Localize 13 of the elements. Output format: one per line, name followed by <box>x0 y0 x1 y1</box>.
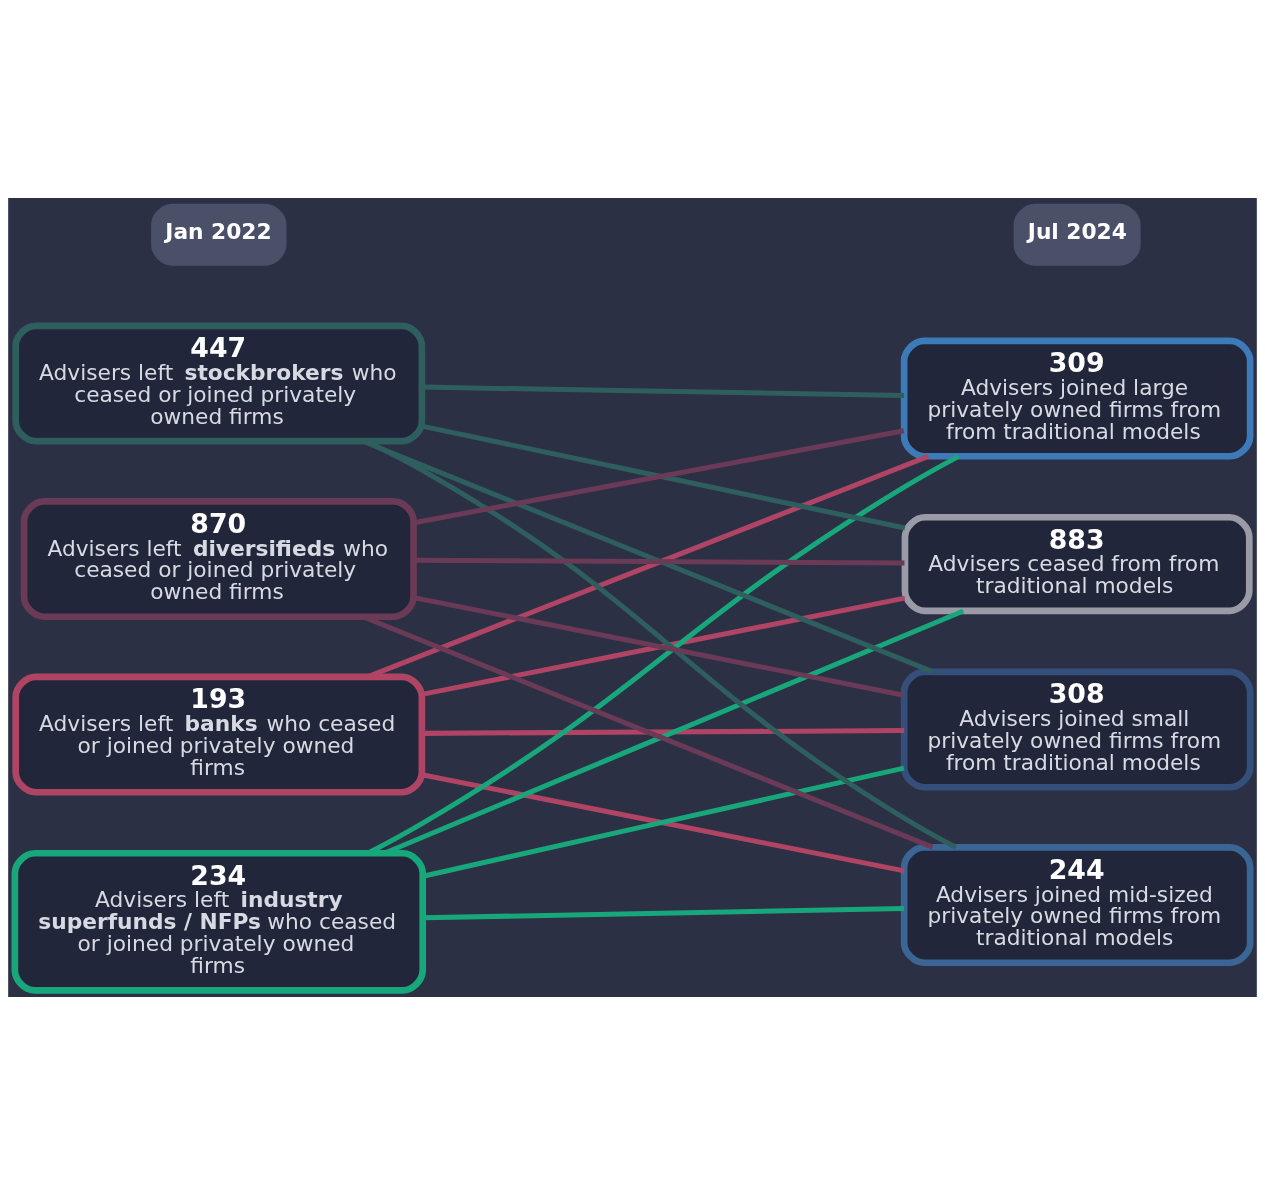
node-box: 447 Advisers left stockbrokers who ceased or joined privately owned firms <box>12 322 426 445</box>
label: Jul 2024 <box>1027 218 1127 244</box>
node-box: 870 Advisers left diversifieds who ceased or joined privately owned firms <box>20 497 417 620</box>
node-box: 244 Advisers joined mid-sized privately owned firms from traditional models <box>900 843 1254 966</box>
node-box: 308 Advisers joined small privately owned firms from from traditional models <box>900 668 1254 791</box>
connector <box>422 727 905 736</box>
node-box: 234 Advisers left industry superfunds / NFPs who ceased or joined privately owned firms <box>11 849 427 994</box>
connector <box>413 557 905 566</box>
label: Jan 2022 <box>165 218 272 244</box>
node-box: 883 Advisers ceased from from traditional models <box>901 513 1253 614</box>
connector <box>423 905 904 920</box>
node-box: 309 Advisers joined large privately owned firms from from traditional models <box>900 337 1254 460</box>
node-box: 193 Advisers left banks who ceased or joined privately owned firms <box>12 673 426 796</box>
